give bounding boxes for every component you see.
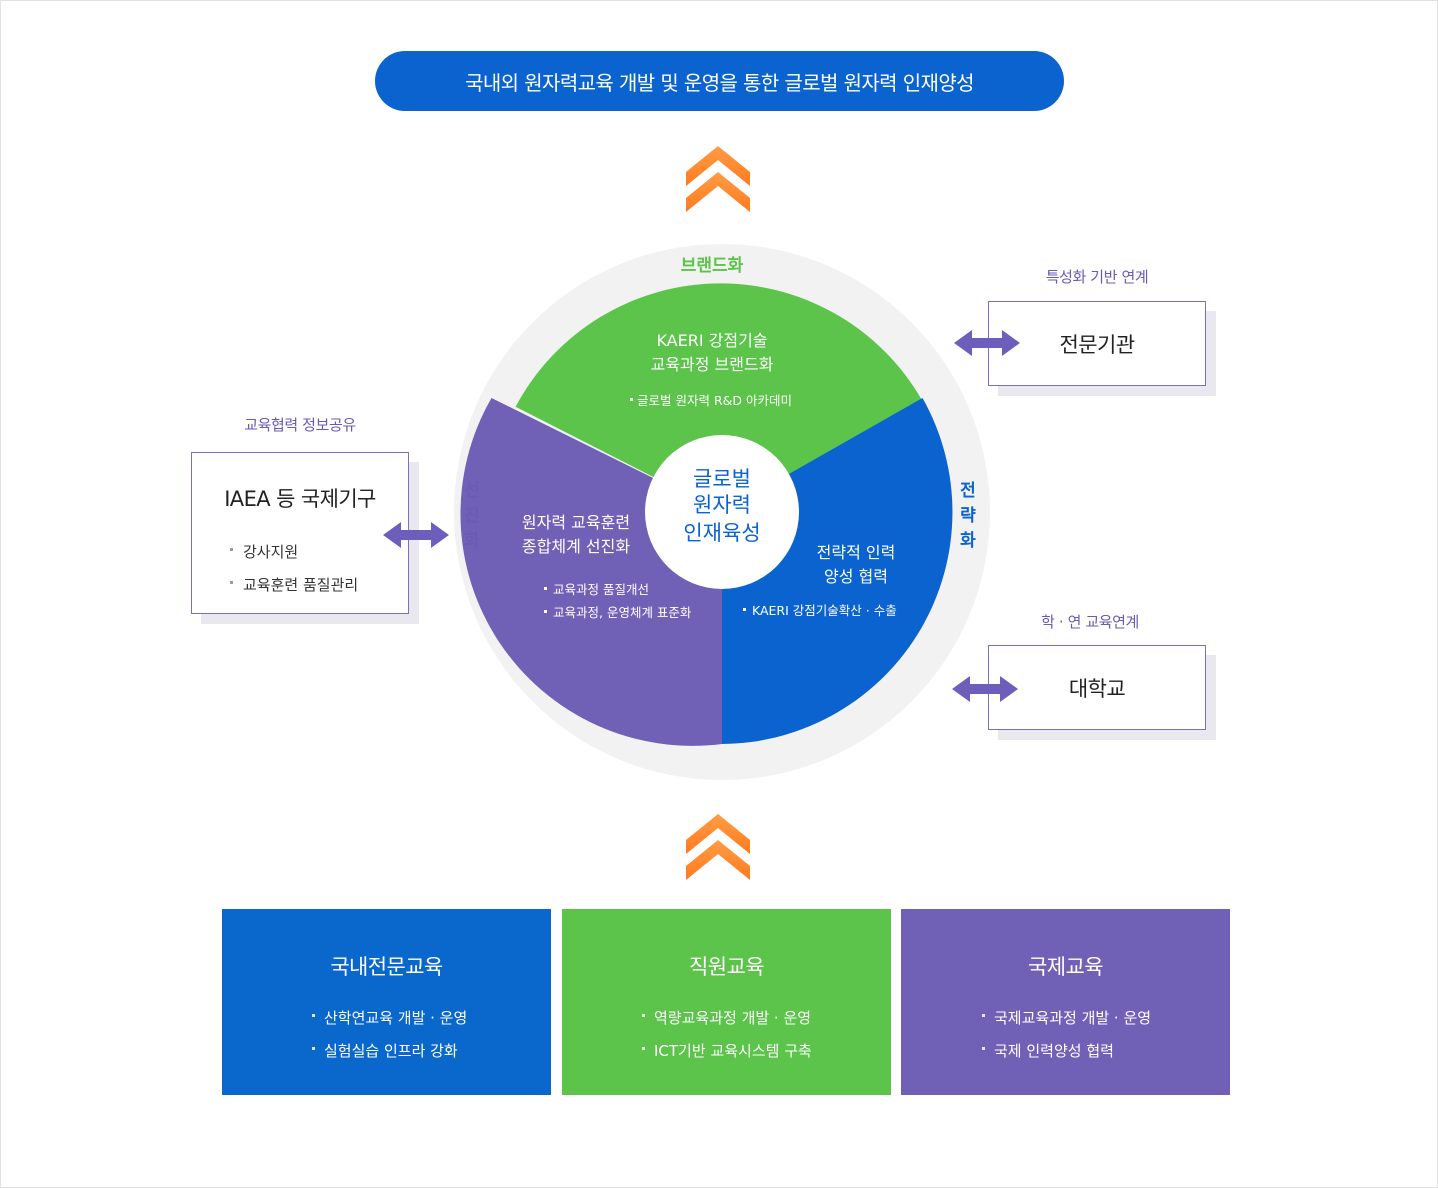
- center-line-3: 인재육성: [683, 521, 760, 545]
- left-partner-caption: 교육협력 정보공유: [244, 416, 356, 434]
- advance-bullet-1: 교육과정 품질개선: [553, 582, 649, 597]
- bidirectional-arrow-icon: [383, 522, 449, 548]
- svg-text:화: 화: [464, 531, 480, 551]
- goal-banner-text: 국내외 원자력교육 개발 및 운영을 통한 글로벌 원자력 인재양성: [465, 70, 974, 95]
- strategy-sector-text: 전략적 인력 양성 협력 KAERI 강점기술확산 · 수출: [743, 543, 897, 618]
- edu-box-list: 산학연교육 개발 · 운영 실험실습 인프라 강화: [312, 1007, 551, 1061]
- list-item: 실험실습 인프라 강화: [312, 1040, 551, 1061]
- bidirectional-arrow-icon: [954, 330, 1020, 356]
- brand-sector-text: KAERI 강점기술 교육과정 브랜드화 글로벌 원자력 R&D 아카데미: [630, 331, 792, 408]
- brand-title-1: KAERI 강점기술: [656, 331, 767, 350]
- advance-title-2: 종합체계 선진화: [522, 537, 630, 556]
- strategy-wheel: 브랜드화 선진화 전략화 글로벌 원자력 인재육성 KAERI 강점기술 교육과…: [454, 244, 990, 780]
- svg-text:화: 화: [960, 531, 976, 551]
- list-item: 역량교육과정 개발 · 운영: [642, 1007, 891, 1028]
- ring-label-advance: 선진화: [464, 481, 480, 551]
- svg-text:략: 략: [960, 506, 976, 526]
- right-partner-title-1: 전문기관: [1059, 332, 1135, 357]
- center-text: 글로벌 원자력 인재육성: [683, 467, 760, 545]
- list-item: 교육훈련 품질관리: [230, 574, 408, 595]
- right-partner-caption-2: 학 · 연 교육연계: [1041, 613, 1139, 631]
- right-partner-box-2: 대학교: [988, 645, 1206, 730]
- edu-box-list: 역량교육과정 개발 · 운영 ICT기반 교육시스템 구축: [642, 1007, 891, 1061]
- brand-bullet-1: 글로벌 원자력 R&D 아카데미: [637, 393, 792, 408]
- advance-bullet-2: 교육과정, 운영체계 표준화: [553, 605, 692, 620]
- svg-text:전: 전: [960, 481, 976, 501]
- edu-box-title: 국내전문교육: [330, 955, 443, 979]
- list-item: 산학연교육 개발 · 운영: [312, 1007, 551, 1028]
- edu-box-domestic: 국내전문교육 산학연교육 개발 · 운영 실험실습 인프라 강화: [222, 909, 551, 1095]
- strategy-title-1: 전략적 인력: [817, 543, 896, 562]
- right-partner-caption-1: 특성화 기반 연계: [1045, 268, 1149, 286]
- list-item: ICT기반 교육시스템 구축: [642, 1040, 891, 1061]
- svg-text:선: 선: [464, 481, 480, 501]
- double-chevron-up-icon: [686, 814, 750, 880]
- edu-box-staff: 직원교육 역량교육과정 개발 · 운영 ICT기반 교육시스템 구축: [562, 909, 891, 1095]
- edu-box-title: 직원교육: [689, 955, 764, 979]
- ring-label-brand: 브랜드화: [681, 256, 744, 276]
- brand-title-2: 교육과정 브랜드화: [651, 355, 774, 374]
- list-item: 국제교육과정 개발 · 운영: [982, 1007, 1230, 1028]
- bidirectional-arrow-icon: [952, 676, 1018, 702]
- center-line-1: 글로벌: [693, 467, 751, 491]
- left-partner-title: IAEA 등 국제기구: [224, 487, 376, 511]
- right-partner-title-2: 대학교: [1068, 676, 1126, 701]
- advance-sector-text: 원자력 교육훈련 종합체계 선진화 교육과정 품질개선 교육과정, 운영체계 표…: [522, 513, 692, 620]
- list-item: 국제 인력양성 협력: [982, 1040, 1230, 1061]
- edu-box-international: 국제교육 국제교육과정 개발 · 운영 국제 인력양성 협력: [901, 909, 1230, 1095]
- center-circle: [645, 435, 799, 589]
- ring-label-strategy: 전략화: [960, 481, 976, 551]
- list-item: 강사지원: [230, 541, 408, 562]
- advance-title-1: 원자력 교육훈련: [522, 513, 630, 532]
- left-partner-box: IAEA 등 국제기구 강사지원 교육훈련 품질관리: [191, 452, 409, 614]
- strategy-bullet-1: KAERI 강점기술확산 · 수출: [752, 603, 897, 618]
- strategy-title-2: 양성 협력: [824, 567, 888, 586]
- center-line-2: 원자력: [693, 493, 751, 517]
- goal-banner: 국내외 원자력교육 개발 및 운영을 통한 글로벌 원자력 인재양성: [375, 51, 1064, 111]
- edu-box-title: 국제교육: [1028, 955, 1103, 979]
- edu-box-list: 국제교육과정 개발 · 운영 국제 인력양성 협력: [982, 1007, 1230, 1061]
- double-chevron-up-icon: [686, 146, 750, 212]
- svg-text:진: 진: [464, 506, 480, 526]
- left-partner-list: 강사지원 교육훈련 품질관리: [230, 541, 408, 595]
- right-partner-box-1: 전문기관: [988, 301, 1206, 386]
